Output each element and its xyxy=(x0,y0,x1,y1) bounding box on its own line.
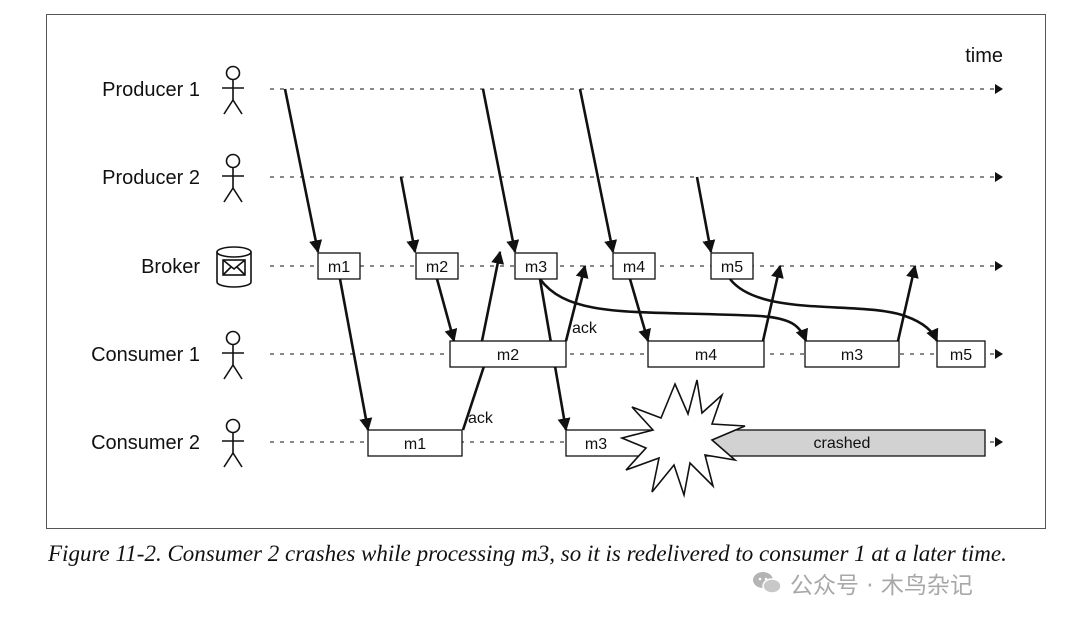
broker-message-m5: m5 xyxy=(710,252,754,280)
svg-text:m1: m1 xyxy=(404,436,426,453)
broker-message-m4: m4 xyxy=(612,252,656,280)
svg-text:crashed: crashed xyxy=(814,435,871,452)
crash-burst-icon xyxy=(619,379,746,499)
broker-message-m1: m1 xyxy=(317,252,361,280)
consumer1-task-m4: m4 xyxy=(647,340,765,368)
consumer1-task-m5: m5 xyxy=(936,340,986,368)
lane-label-producer1: Producer 1 xyxy=(102,79,200,101)
broker-message-m2: m2 xyxy=(415,252,459,280)
person-icon xyxy=(222,330,244,380)
ack-label-consumer2: ack xyxy=(468,410,494,427)
svg-text:m2: m2 xyxy=(497,347,519,364)
time-label: time xyxy=(965,45,1003,67)
broker-message-m3: m3 xyxy=(514,252,558,280)
lane-label-consumer1: Consumer 1 xyxy=(91,344,200,366)
person-icon xyxy=(222,153,244,203)
watermark: 公众号 · 木鸟杂记 xyxy=(752,566,973,600)
svg-text:m2: m2 xyxy=(426,259,448,276)
watermark-text: 公众号 · 木鸟杂记 xyxy=(790,573,973,599)
ack-label-consumer1: ack xyxy=(572,320,598,337)
consumer2-crashed-bar: crashed xyxy=(699,429,986,457)
svg-text:m5: m5 xyxy=(721,259,743,276)
svg-text:m3: m3 xyxy=(525,259,547,276)
lane-label-broker: Broker xyxy=(141,256,200,278)
person-icon xyxy=(222,65,244,115)
lane-label-consumer2: Consumer 2 xyxy=(91,432,200,454)
svg-text:m4: m4 xyxy=(695,347,717,364)
publish-arrows xyxy=(283,88,716,254)
consumer1-task-m3: m3 xyxy=(804,340,900,368)
svg-text:m1: m1 xyxy=(328,259,350,276)
svg-text:m4: m4 xyxy=(623,259,645,276)
svg-text:m3: m3 xyxy=(585,436,607,453)
figure-caption: Figure 11-2. Consumer 2 crashes while pr… xyxy=(48,541,1007,566)
person-icon xyxy=(222,418,244,468)
lane-label-producer2: Producer 2 xyxy=(102,167,200,189)
svg-text:m5: m5 xyxy=(950,347,972,364)
consumer1-task-m2: m2 xyxy=(449,340,567,368)
consumer2-task-m1: m1 xyxy=(367,429,463,457)
chat-bubbles-icon xyxy=(753,572,782,594)
message-store-icon xyxy=(216,246,252,288)
svg-text:m3: m3 xyxy=(841,347,863,364)
